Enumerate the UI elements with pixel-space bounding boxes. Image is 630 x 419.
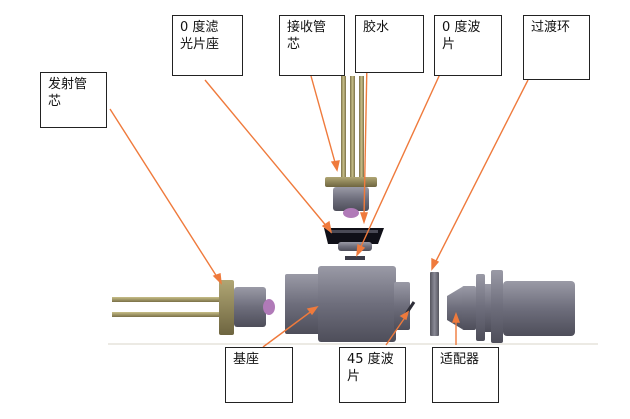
- waveplate-0-part: [345, 256, 365, 260]
- label-waveplate-0: 0 度波 片: [434, 15, 502, 76]
- leader-transition-ring: [433, 79, 529, 266]
- arrowhead-adapter: [451, 312, 461, 323]
- arrowhead-emitter: [212, 273, 222, 285]
- label-transition-ring: 过渡环: [523, 15, 590, 80]
- filter-seat-part: [338, 242, 372, 251]
- label-emitter-core: 发射管 芯: [40, 72, 107, 128]
- base-part: [285, 266, 410, 342]
- adapter-body: [503, 281, 575, 336]
- arrowhead-waveplate-0: [356, 243, 366, 257]
- receiver-flange: [325, 177, 377, 187]
- adapter-neck: [462, 286, 476, 330]
- arrowhead-glue: [360, 212, 368, 225]
- label-adapter: 适配器: [432, 347, 499, 403]
- arrowhead-base: [306, 305, 319, 316]
- label-receiver-core: 接收管 芯: [279, 15, 345, 76]
- arrowhead-transition-ring: [431, 257, 440, 271]
- base-body: [318, 266, 396, 342]
- leader-emitter: [109, 108, 220, 281]
- adapter-ring-2: [491, 270, 503, 343]
- leader-waveplate-45: [385, 315, 407, 346]
- emitter-cap: [234, 287, 266, 327]
- adapter-part: [447, 270, 575, 343]
- adapter-gap: [485, 284, 491, 332]
- receiver-lead-3: [359, 76, 364, 180]
- leader-base: [262, 309, 314, 348]
- leader-filter-seat: [204, 79, 329, 229]
- transition-ring-part: [430, 272, 439, 336]
- emitter-core-part: [112, 280, 275, 335]
- leader-glue: [363, 60, 368, 219]
- leader-waveplate-0: [358, 73, 441, 252]
- base-left-block: [285, 274, 320, 334]
- emitter-lens: [263, 299, 275, 315]
- label-filter-seat: 0 度滤 光片座: [172, 15, 243, 76]
- receiver-lead-2: [350, 76, 355, 180]
- leader-receiver: [310, 75, 337, 167]
- label-waveplate-45: 45 度波 片: [339, 347, 406, 403]
- receiver-lead-1: [341, 76, 346, 180]
- receiver-lens: [343, 208, 359, 218]
- emitter-lead-lower: [112, 312, 220, 317]
- glue-highlight: [330, 230, 378, 233]
- label-base: 基座: [225, 347, 293, 403]
- arrowhead-waveplate-45: [399, 310, 410, 321]
- emitter-flange: [219, 280, 234, 335]
- leader-lines: [109, 60, 529, 348]
- receiver-cap: [333, 187, 369, 211]
- emitter-lead-upper: [112, 297, 220, 302]
- receiver-core-part: [325, 76, 377, 218]
- arrowhead-receiver: [330, 160, 340, 172]
- arrowhead-filter-seat: [321, 220, 333, 234]
- label-glue: 胶水: [355, 15, 424, 73]
- adapter-ring-1: [476, 274, 485, 341]
